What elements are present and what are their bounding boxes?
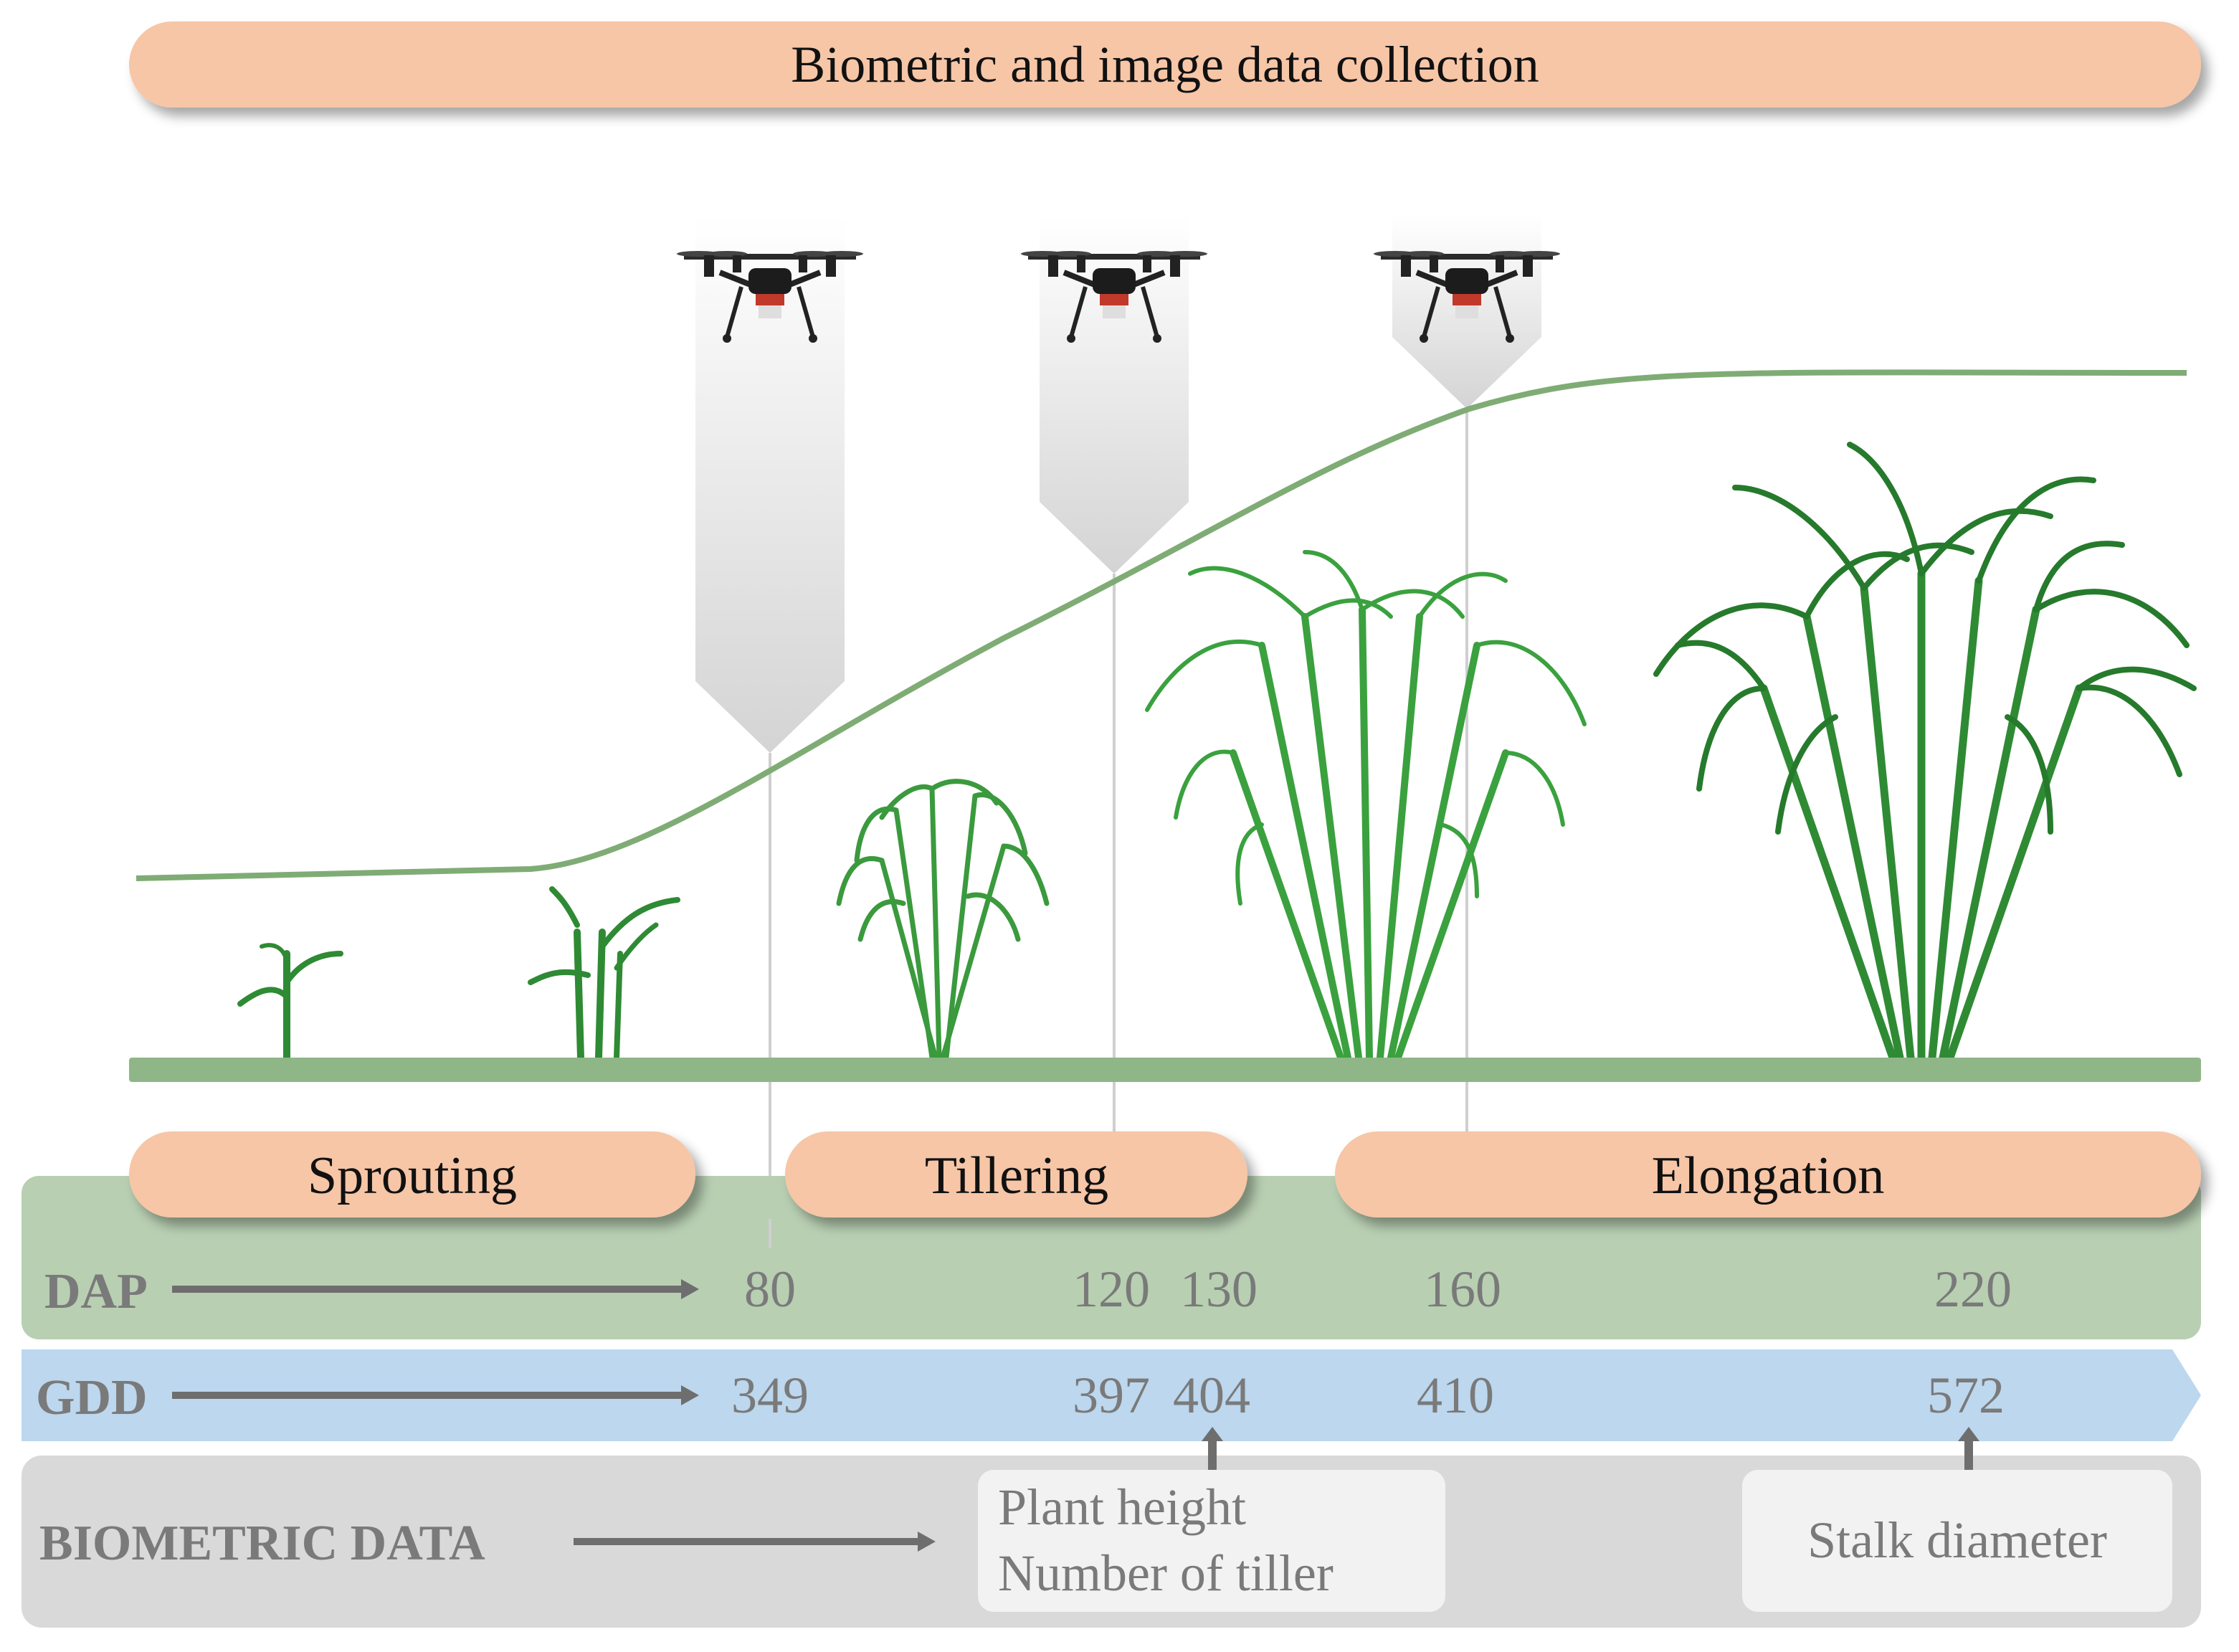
drone-beam-2	[1040, 215, 1189, 1248]
sugarcane-plant-icon	[528, 886, 680, 1061]
gdd-band	[22, 1349, 2201, 1441]
biometric-box-plant-height: Plant height Number of tiller	[978, 1470, 1445, 1612]
dap-value: 120	[1073, 1261, 1150, 1318]
sugarcane-plant-icon	[1145, 550, 1587, 1061]
gdd-value: 572	[1927, 1367, 2005, 1424]
biometric-item: Stalk diameter	[1807, 1511, 2107, 1569]
stage-pill-sprouting: Sprouting	[129, 1131, 695, 1217]
stage-pill-tillering: Tillering	[785, 1131, 1247, 1217]
dap-arrow	[172, 1279, 699, 1299]
biometric-label: BIOMETRIC DATA	[39, 1516, 485, 1571]
up-arrow	[1958, 1427, 1979, 1475]
stage-label: Tillering	[925, 1147, 1108, 1205]
title: Biometric and image data collection	[791, 36, 1539, 93]
drone-beam-3	[1392, 215, 1541, 1248]
gdd-label: GDD	[36, 1370, 148, 1425]
biometric-item: Plant height	[998, 1478, 1246, 1536]
dap-label: DAP	[44, 1264, 148, 1319]
dap-value: 160	[1424, 1261, 1501, 1318]
gdd-arrow	[172, 1385, 699, 1405]
gdd-value: 397	[1073, 1367, 1150, 1424]
dap-value: 220	[1934, 1261, 2012, 1318]
gdd-value: 410	[1417, 1367, 1494, 1424]
stage-label: Sprouting	[308, 1147, 517, 1205]
dap-value: 80	[744, 1261, 796, 1318]
growth-curve	[136, 369, 2187, 881]
ground-bar	[129, 1058, 2201, 1082]
biometric-arrow	[574, 1532, 936, 1552]
gdd-value: 349	[731, 1367, 809, 1424]
gdd-value: 404	[1173, 1367, 1250, 1424]
up-arrow	[1202, 1427, 1223, 1475]
drone-beam-1	[695, 215, 845, 1248]
sugarcane-plant-icon	[836, 779, 1050, 1060]
sugarcane-plant-icon	[237, 943, 343, 1061]
stage-label: Elongation	[1652, 1147, 1885, 1205]
stage-pill-elongation: Elongation	[1335, 1131, 2201, 1217]
biometric-item: Number of tiller	[998, 1544, 1334, 1602]
biometric-box-stalk-diameter: Stalk diameter	[1742, 1470, 2172, 1612]
title-pill: Biometric and image data collection	[129, 22, 2201, 108]
sugarcane-plant-icon	[1653, 442, 2197, 1062]
dap-value: 130	[1180, 1261, 1258, 1318]
